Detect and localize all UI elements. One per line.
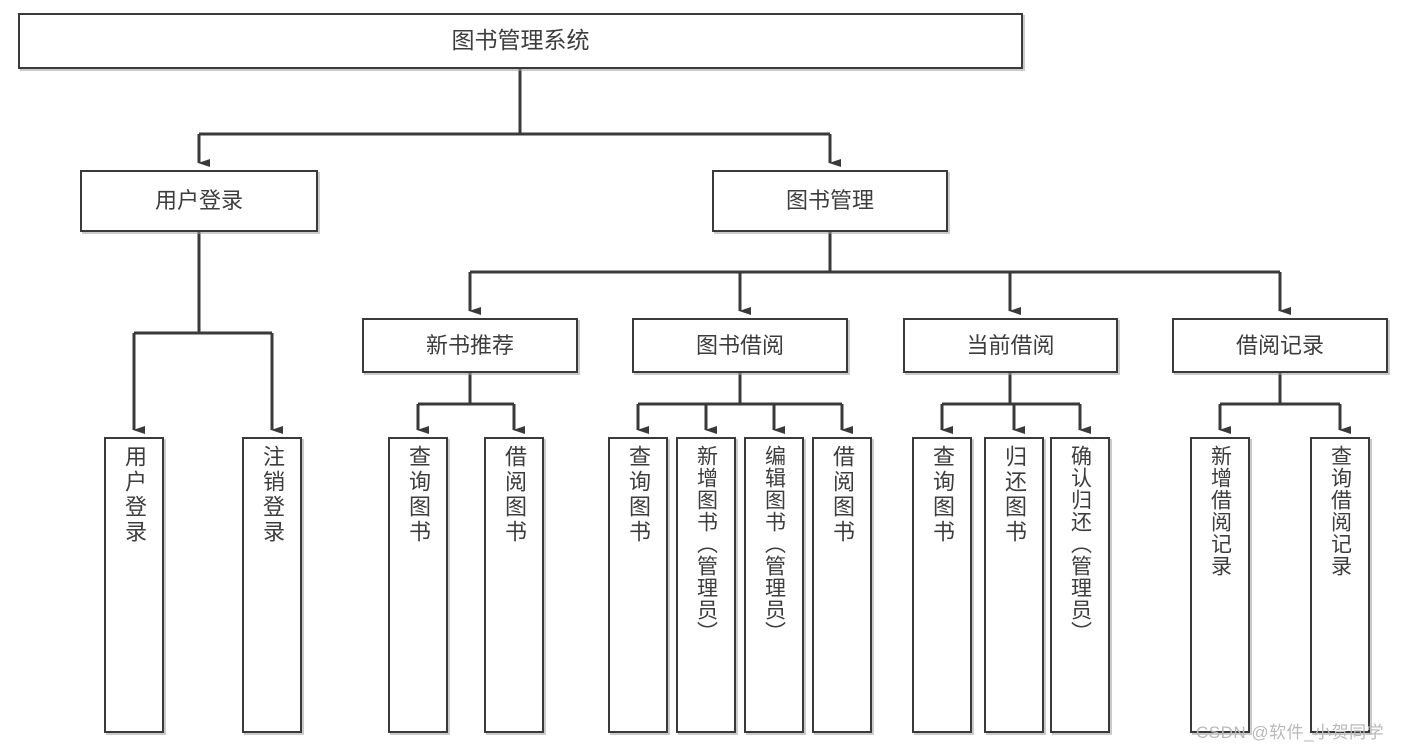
node-leaf-query-book-new[interactable]: 查询图书 bbox=[388, 437, 448, 733]
node-label: 图书借阅 bbox=[695, 332, 784, 358]
node-label: 用户登录 bbox=[154, 188, 243, 214]
node-leaf-user-login[interactable]: 用户登录 bbox=[104, 437, 164, 733]
node-book-management-system[interactable]: 图书管理系统 bbox=[18, 13, 1023, 69]
node-label: 借阅图书 bbox=[502, 445, 527, 545]
node-label: 查询图书 bbox=[626, 445, 651, 545]
node-label: 查询图书 bbox=[406, 445, 431, 545]
node-label: 用户登录 bbox=[122, 445, 147, 545]
node-leaf-add-book-admin[interactable]: 新增图书（管理员） bbox=[676, 437, 736, 733]
node-label: 新书推荐 bbox=[425, 332, 514, 358]
node-leaf-query-borrow-record[interactable]: 查询借阅记录 bbox=[1310, 437, 1370, 733]
node-leaf-return-book[interactable]: 归还图书 bbox=[984, 437, 1044, 733]
node-label: 编辑图书（管理员） bbox=[762, 445, 786, 643]
node-current-borrow[interactable]: 当前借阅 bbox=[903, 318, 1118, 373]
node-new-book-recommend[interactable]: 新书推荐 bbox=[362, 318, 578, 373]
node-label: 借阅记录 bbox=[1235, 332, 1324, 358]
node-label: 确认归还（管理员） bbox=[1068, 445, 1092, 643]
node-label: 新增借阅记录 bbox=[1208, 445, 1232, 577]
node-label: 借阅图书 bbox=[830, 445, 855, 545]
node-label: 图书管理系统 bbox=[451, 27, 590, 54]
node-leaf-add-borrow-record[interactable]: 新增借阅记录 bbox=[1190, 437, 1250, 733]
node-leaf-borrow-book[interactable]: 借阅图书 bbox=[812, 437, 872, 733]
node-label: 归还图书 bbox=[1002, 445, 1027, 545]
node-user-login[interactable]: 用户登录 bbox=[80, 170, 318, 232]
csdn-watermark: CSDN @软件_小贺同学 bbox=[1196, 723, 1385, 742]
node-label: 当前借阅 bbox=[966, 332, 1055, 358]
node-leaf-confirm-return-admin[interactable]: 确认归还（管理员） bbox=[1050, 437, 1110, 733]
node-label: 新增图书（管理员） bbox=[694, 445, 718, 643]
node-leaf-query-book-current[interactable]: 查询图书 bbox=[912, 437, 972, 733]
node-leaf-edit-book-admin[interactable]: 编辑图书（管理员） bbox=[744, 437, 804, 733]
node-book-borrow[interactable]: 图书借阅 bbox=[632, 318, 848, 373]
node-label: 查询图书 bbox=[930, 445, 955, 545]
node-label: 注销登录 bbox=[260, 445, 285, 545]
node-leaf-borrow-book-new[interactable]: 借阅图书 bbox=[484, 437, 544, 733]
node-book-management[interactable]: 图书管理 bbox=[712, 170, 948, 232]
node-label: 查询借阅记录 bbox=[1328, 445, 1352, 577]
node-leaf-logout[interactable]: 注销登录 bbox=[242, 437, 302, 733]
node-label: 图书管理 bbox=[785, 188, 874, 214]
node-leaf-query-book-borrow[interactable]: 查询图书 bbox=[608, 437, 668, 733]
node-borrow-record[interactable]: 借阅记录 bbox=[1172, 318, 1388, 373]
